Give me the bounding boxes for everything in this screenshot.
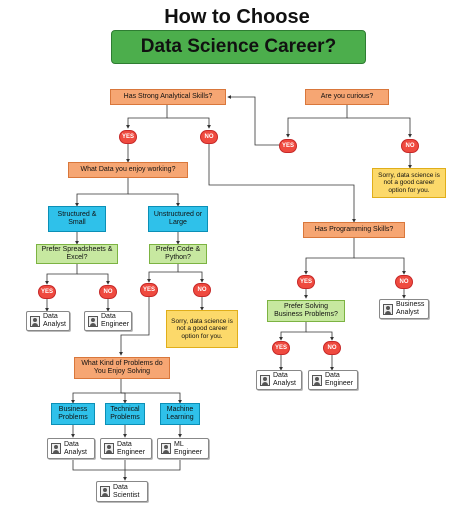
yes-pill-solving: YES — [272, 341, 290, 355]
business-problems-option: Business Problems — [51, 403, 95, 425]
role-label: Data Analyst — [64, 440, 87, 456]
role-card-ml-engineer: ML Engineer — [157, 438, 209, 459]
problems-enjoy-question: What Kind of Problems do You Enjoy Solvi… — [74, 357, 170, 379]
role-label: Data Engineer — [117, 440, 146, 456]
technical-problems-option: Technical Problems — [105, 403, 145, 425]
role-label: Data Analyst — [43, 313, 66, 328]
role-label: ML Engineer — [174, 440, 203, 456]
person-icon — [312, 374, 322, 386]
role-label: Business Analyst — [396, 301, 425, 316]
role-card-data-analyst: Data Analyst — [26, 311, 70, 331]
structured-small-option: Structured & Small — [48, 206, 106, 232]
yes-pill-spreadsheets: YES — [38, 285, 56, 299]
sorry-note-curious: Sorry, data science is not a good career… — [372, 168, 446, 198]
machine-learning-option: Machine Learning — [160, 403, 200, 425]
no-pill-spreadsheets: NO — [99, 285, 117, 299]
no-pill-analytical: NO — [200, 130, 218, 144]
person-icon — [30, 315, 40, 327]
person-icon — [88, 315, 98, 327]
programming-skills-question: Has Programming Skills? — [303, 222, 405, 238]
no-pill-curious: NO — [401, 139, 419, 153]
no-pill-programming: NO — [395, 275, 413, 289]
role-card-data-scientist: Data Scientist — [96, 481, 148, 502]
role-label: Data Engineer — [101, 313, 130, 328]
role-card-data-engineer-3: Data Engineer — [100, 438, 152, 459]
person-icon — [100, 486, 110, 497]
yes-pill-code: YES — [140, 283, 158, 297]
person-icon — [161, 443, 171, 454]
curious-question: Are you curious? — [305, 89, 389, 105]
no-pill-code: NO — [193, 283, 211, 297]
person-icon — [383, 303, 393, 315]
role-label: Data Analyst — [273, 372, 296, 387]
page-title: How to Choose — [164, 6, 310, 28]
role-label: Data Scientist — [113, 483, 140, 499]
analytical-skills-question: Has Strong Analytical Skills? — [110, 89, 226, 105]
person-icon — [260, 374, 270, 386]
role-card-data-engineer: Data Engineer — [84, 311, 132, 331]
data-enjoy-question: What Data you enjoy working? — [68, 162, 188, 178]
person-icon — [51, 443, 61, 454]
role-card-data-analyst-2: Data Analyst — [256, 370, 302, 390]
role-card-data-analyst-3: Data Analyst — [47, 438, 95, 459]
sorry-note-code: Sorry, data science is not a good career… — [166, 310, 238, 348]
person-icon — [104, 443, 114, 454]
business-problems-question: Prefer Solving Business Problems? — [267, 300, 345, 322]
role-card-business-analyst: Business Analyst — [379, 299, 429, 319]
unstructured-large-option: Unstructured or Large — [148, 206, 208, 232]
code-python-question: Prefer Code & Python? — [149, 244, 207, 264]
yes-pill-analytical: YES — [119, 130, 137, 144]
yes-pill-curious: YES — [279, 139, 297, 153]
yes-pill-programming: YES — [297, 275, 315, 289]
spreadsheets-question: Prefer Spreadsheets & Excel? — [36, 244, 118, 264]
role-card-data-engineer-2: Data Engineer — [308, 370, 358, 390]
title-banner: Data Science Career? — [111, 30, 366, 64]
no-pill-solving: NO — [323, 341, 341, 355]
role-label: Data Engineer — [325, 372, 354, 387]
